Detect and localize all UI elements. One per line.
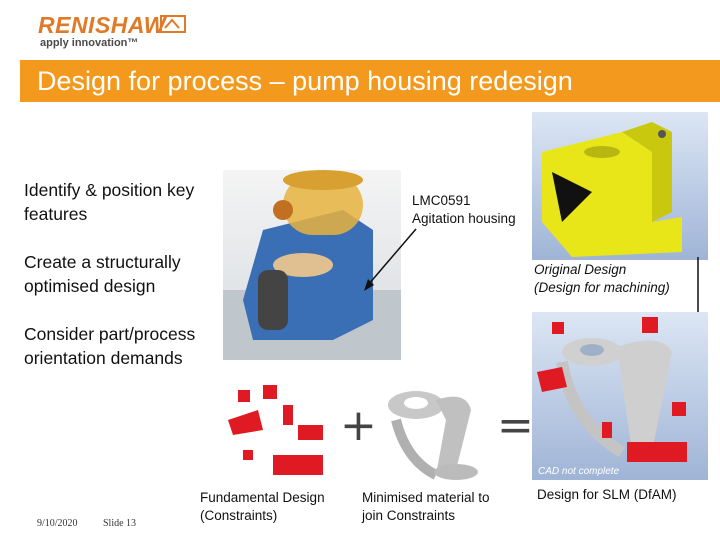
pointer-arrow-icon — [364, 228, 417, 291]
minimised-material-subcaption: join Constraints — [362, 508, 456, 523]
logo-emblem-icon — [160, 15, 186, 33]
fundamental-design-image — [223, 380, 333, 485]
footer-date: 9/10/2020 — [37, 518, 78, 529]
slide-title: Design for process – pump housing redesi… — [37, 66, 573, 96]
pump-assembly-image — [223, 170, 401, 360]
minimised-material-caption: Minimised material to — [362, 490, 490, 505]
fundamental-design-caption: Fundamental Design — [200, 490, 325, 505]
part-label-name: Agitation housing — [412, 211, 516, 226]
original-design-caption: Original Design — [534, 262, 627, 277]
minimised-material-image — [376, 380, 496, 485]
slm-design-caption: Design for SLM (DfAM) — [537, 487, 677, 502]
fundamental-design-subcaption: (Constraints) — [200, 508, 278, 523]
company-logo: RENISHAW — [38, 12, 166, 38]
footer-slide-number: Slide 13 — [103, 518, 137, 529]
cad-note: CAD not complete — [538, 466, 620, 477]
slm-design-image — [532, 312, 708, 480]
part-label-code: LMC0591 — [412, 193, 471, 208]
original-design-image — [532, 112, 708, 260]
title-bar — [20, 60, 720, 102]
original-design-subcaption: (Design for machining) — [534, 280, 670, 295]
plus-sign: + — [340, 400, 377, 451]
bullet-orientation-demands: Consider part/process orientation demand… — [24, 324, 196, 368]
equals-sign: = — [497, 400, 534, 451]
bullet-structural-design: Create a structurally optimised design — [24, 252, 181, 296]
logo-tagline: apply innovation™ — [40, 37, 139, 49]
bullet-identify-features: Identify & position key features — [24, 180, 195, 224]
